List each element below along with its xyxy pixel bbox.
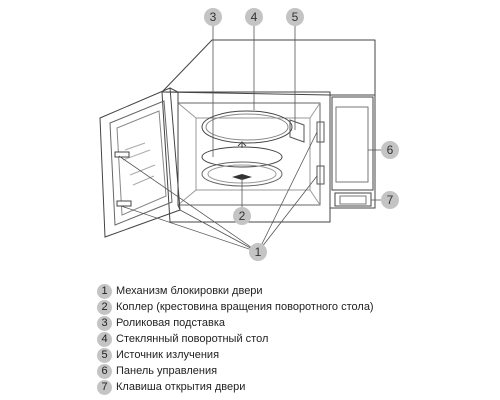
coupler	[232, 141, 252, 180]
legend-item: 7 Клавиша открытия двери	[97, 379, 374, 395]
callout-2: 2	[233, 207, 251, 225]
door-button-inner	[339, 195, 367, 205]
legend-item: 5 Источник излучения	[97, 347, 374, 363]
leader-lines	[118, 24, 381, 253]
legend-item: 2 Коплер (крестовина вращения поворотног…	[97, 299, 374, 315]
legend-number-badge: 7	[97, 379, 112, 395]
control-panel-inner	[335, 106, 369, 183]
legend-number-badge: 4	[97, 331, 112, 347]
legend-number-badge: 3	[97, 315, 112, 331]
callout-4: 4	[245, 8, 263, 26]
svg-text:1: 1	[255, 245, 262, 259]
callout-3: 3	[204, 8, 222, 26]
microwave-body	[161, 39, 376, 223]
legend-number-badge: 2	[97, 299, 112, 315]
legend-text: Коплер (крестовина вращения поворотного …	[116, 301, 374, 313]
front-frame	[161, 91, 331, 223]
svg-text:4: 4	[251, 10, 258, 24]
legend-text: Роликовая подставка	[116, 317, 225, 329]
glass-turntable	[201, 110, 293, 144]
legend-number-badge: 5	[97, 347, 112, 363]
callout-5: 5	[286, 8, 304, 26]
control-panel	[331, 96, 374, 191]
legend-number-badge: 6	[97, 363, 112, 379]
svg-text:7: 7	[387, 193, 394, 207]
legend-item: 3 Роликовая подставка	[97, 315, 374, 331]
legend-item: 1 Механизм блокировки двери	[97, 283, 374, 299]
svg-text:6: 6	[387, 143, 394, 157]
callout-7: 7	[381, 191, 399, 209]
parts-legend: 1 Механизм блокировки двери 2 Коплер (кр…	[97, 283, 374, 395]
legend-text: Стеклянный поворотный стол	[116, 333, 269, 345]
latch-slot-bottom	[316, 165, 325, 185]
door-button	[334, 192, 372, 207]
callouts: 1 2 3 4 5 6 7	[204, 8, 399, 261]
waveguide-cover	[289, 119, 305, 143]
legend-item: 4 Стеклянный поворотный стол	[97, 331, 374, 347]
svg-text:5: 5	[292, 10, 299, 24]
legend-text: Панель управления	[116, 365, 218, 377]
legend-text: Источник излучения	[116, 349, 220, 361]
legend-text: Механизм блокировки двери	[116, 285, 263, 297]
top-face	[161, 39, 376, 96]
callout-6: 6	[381, 141, 399, 159]
callout-1: 1	[249, 243, 267, 261]
svg-text:3: 3	[210, 10, 217, 24]
svg-text:2: 2	[239, 209, 246, 223]
legend-number-badge: 1	[97, 283, 112, 299]
open-door	[99, 87, 181, 238]
legend-text: Клавиша открытия двери	[116, 381, 246, 393]
right-side	[329, 94, 376, 209]
legend-item: 6 Панель управления	[97, 363, 374, 379]
